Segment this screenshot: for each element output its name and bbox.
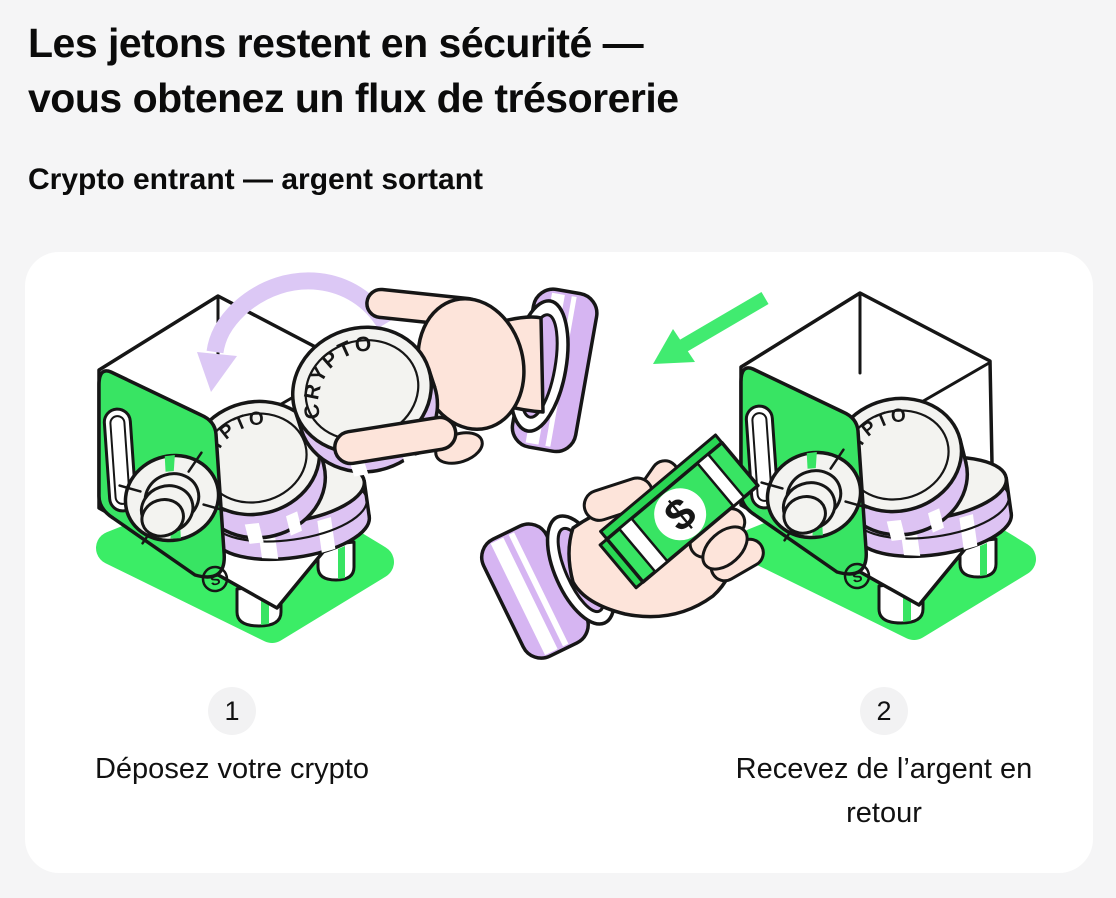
step-2-badge: 2 <box>860 687 908 735</box>
step-1-badge: 1 <box>208 687 256 735</box>
dollar-bill: $ <box>598 433 760 590</box>
page-title: Les jetons restent en sécurité — vous ob… <box>28 20 679 121</box>
illustration-graphic: CRYPTO <box>25 272 1093 660</box>
page-subtitle: Crypto entrant — argent sortant <box>28 163 484 196</box>
fingertip-front <box>701 525 749 571</box>
thumb <box>333 415 458 466</box>
illustration-card: CRYPTO <box>25 252 1093 873</box>
step-1: 1 Déposez votre crypto <box>82 687 382 791</box>
step-2-label: Recevez de l’argent en retour <box>735 753 1033 829</box>
sleeve-right <box>479 522 590 660</box>
safe-right <box>741 293 1019 623</box>
payout-arrow-icon <box>653 291 769 364</box>
step-1-label: Déposez votre crypto <box>94 753 369 785</box>
step-2: 2 Recevez de l’argent en retour <box>714 687 1054 835</box>
hand-depositing: CRYPTO <box>282 287 599 477</box>
deposit-arc-arrow-icon <box>197 272 393 392</box>
